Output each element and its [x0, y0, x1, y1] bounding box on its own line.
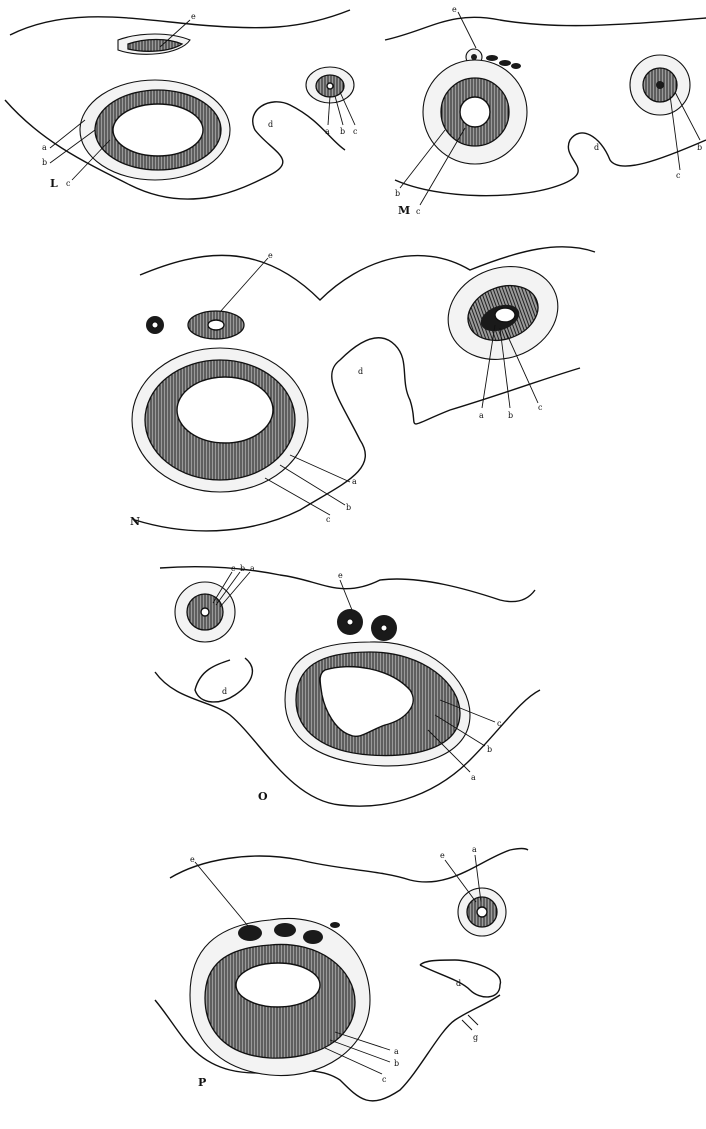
- panel-O-label-a: a: [250, 564, 255, 573]
- panel-O-label-d: d: [222, 687, 227, 696]
- panel-L-label-c2: c: [353, 127, 358, 136]
- panel-P: e e a d g a b c P: [155, 845, 528, 1101]
- panel-P-title: P: [198, 1076, 206, 1089]
- panel-P-artery-lumen: [236, 963, 320, 1007]
- panel-N-label-b: b: [346, 503, 351, 512]
- panel-M-artery-lumen: [460, 97, 490, 127]
- panel-M-title: M: [398, 204, 410, 217]
- panel-M: e b c d c b M: [385, 5, 706, 217]
- panel-L-title: L: [50, 177, 58, 190]
- panel-P-label-g: g: [473, 1033, 478, 1042]
- panel-L-label-b: b: [42, 158, 47, 167]
- panel-P-label-b2: b: [394, 1059, 399, 1068]
- panel-P-label-a2: a: [394, 1047, 399, 1056]
- panel-N-label-a2: a: [479, 411, 484, 420]
- panel-N: e d a b c a b c N: [130, 247, 595, 531]
- panel-M-label-d: d: [594, 143, 599, 152]
- panel-L-label-d: d: [268, 120, 273, 129]
- panel-L-label-b2: b: [340, 127, 345, 136]
- panel-M-label-e: e: [452, 5, 457, 14]
- panel-L-label-e: e: [191, 12, 196, 21]
- panel-O-label-c: c: [231, 564, 236, 573]
- panel-L-label-a: a: [42, 143, 47, 152]
- panel-P-label-a: a: [472, 845, 477, 854]
- panel-O-label-e: e: [338, 571, 343, 580]
- panel-N-label-a: a: [352, 477, 357, 486]
- panel-P-label-c2: c: [382, 1075, 387, 1084]
- panel-M-label-b: b: [395, 189, 400, 198]
- panel-O-label-b: b: [240, 564, 245, 573]
- panel-M-label-c2: c: [676, 171, 681, 180]
- panel-O-label-b2: b: [487, 745, 492, 754]
- panel-P-label-e: e: [190, 855, 195, 864]
- panel-N-artery-lumen: [177, 377, 273, 443]
- panel-N-label-d: d: [358, 367, 363, 376]
- panel-N-label-c2: c: [538, 403, 543, 412]
- panel-O: c b a e d c b a O: [155, 564, 540, 806]
- panel-L: e a b c d a b c L: [5, 10, 358, 199]
- panel-L-label-c: c: [66, 179, 71, 188]
- panel-N-label-b2: b: [508, 411, 513, 420]
- panel-N-title: N: [130, 515, 140, 528]
- panel-P-label-e2: e: [440, 851, 445, 860]
- panel-N-label-e: e: [268, 251, 273, 260]
- panel-L-artery-lumen: [113, 104, 203, 156]
- panel-M-label-b2: b: [697, 143, 702, 152]
- panel-O-label-a2: a: [471, 773, 476, 782]
- panel-M-label-c: c: [416, 207, 421, 216]
- panel-P-label-d: d: [456, 979, 461, 988]
- panel-O-title: O: [258, 790, 268, 803]
- panel-L-label-a2: a: [325, 127, 330, 136]
- panel-O-label-c2: c: [497, 719, 502, 728]
- panel-N-label-c: c: [326, 515, 331, 524]
